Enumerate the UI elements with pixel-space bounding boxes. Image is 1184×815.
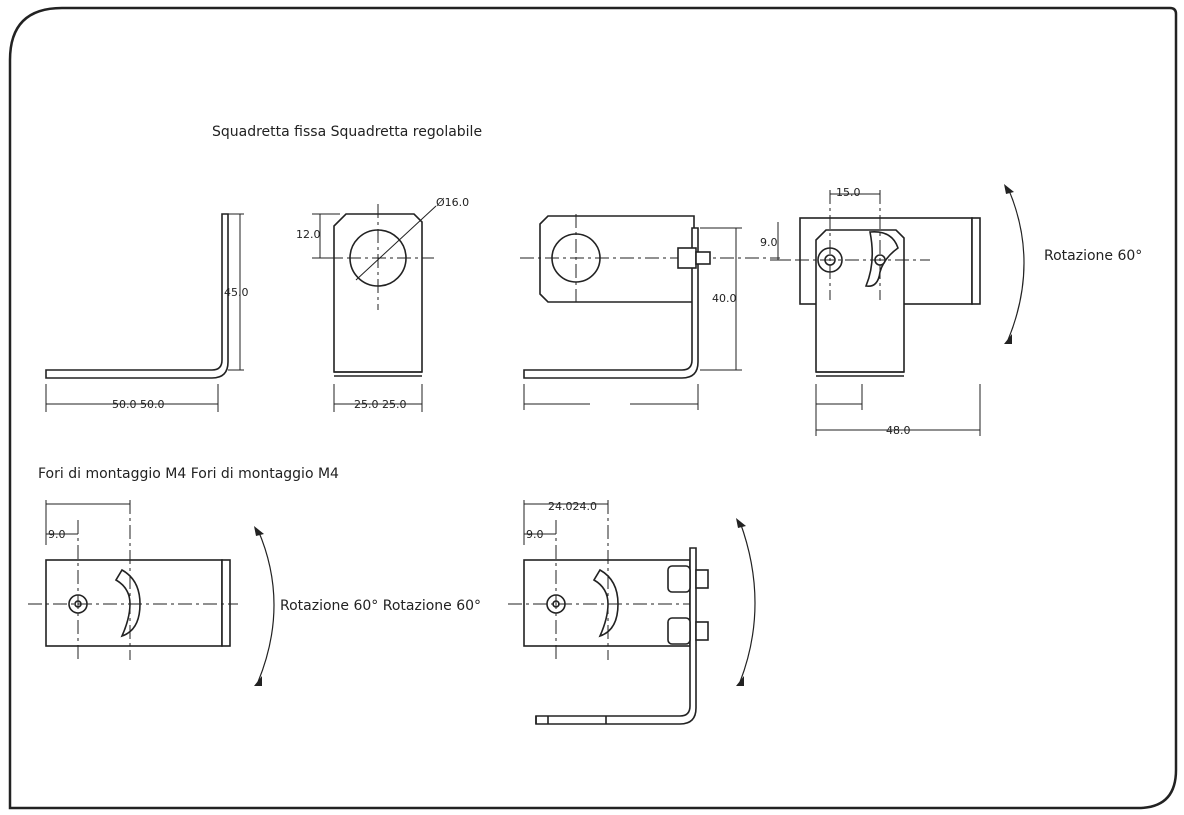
svg-text:24.024.0: 24.024.0 <box>548 500 597 513</box>
svg-text:9.0: 9.0 <box>760 236 778 249</box>
view-fixed-front: Ø16.0 12.0 25.0 25.0 <box>296 196 469 412</box>
view-mounting-right: 24.024.0 9.0 <box>508 500 709 725</box>
rotation-arrow-bottom-right <box>736 518 756 686</box>
view-adjustable-side: 40.0 <box>520 214 780 410</box>
rotation-arrow-top: Rotazione 60° <box>1004 184 1142 344</box>
svg-text:15.0: 15.0 <box>836 186 861 199</box>
svg-text:50.0 50.0: 50.0 50.0 <box>112 398 164 411</box>
view-fixed-side: 45.0 50.0 50.0 <box>45 213 249 412</box>
title-top: Squadretta fissa Squadretta regolabile <box>212 124 482 140</box>
title-bottom: Fori di montaggio M4 Fori di montaggio M… <box>38 466 339 482</box>
svg-text:25.0 25.0: 25.0 25.0 <box>354 398 406 411</box>
svg-text:12.0: 12.0 <box>296 228 321 241</box>
svg-text:9.0: 9.0 <box>48 528 66 541</box>
rotation-label-bottom: Rotazione 60° Rotazione 60° <box>280 598 481 614</box>
svg-text:45.0: 45.0 <box>224 286 249 299</box>
svg-text:Rotazione 60°: Rotazione 60° <box>1044 248 1142 264</box>
view-adjustable-front: 15.0 9.0 48.0 <box>760 186 981 437</box>
view-mounting-left: 9.0 <box>28 500 238 660</box>
svg-text:9.0: 9.0 <box>526 528 544 541</box>
drawing-frame <box>8 6 1178 810</box>
rotation-arrow-bottom-left <box>254 526 275 686</box>
svg-text:40.0: 40.0 <box>712 292 737 305</box>
svg-text:Ø16.0: Ø16.0 <box>436 196 469 209</box>
svg-text:48.0: 48.0 <box>886 424 911 437</box>
